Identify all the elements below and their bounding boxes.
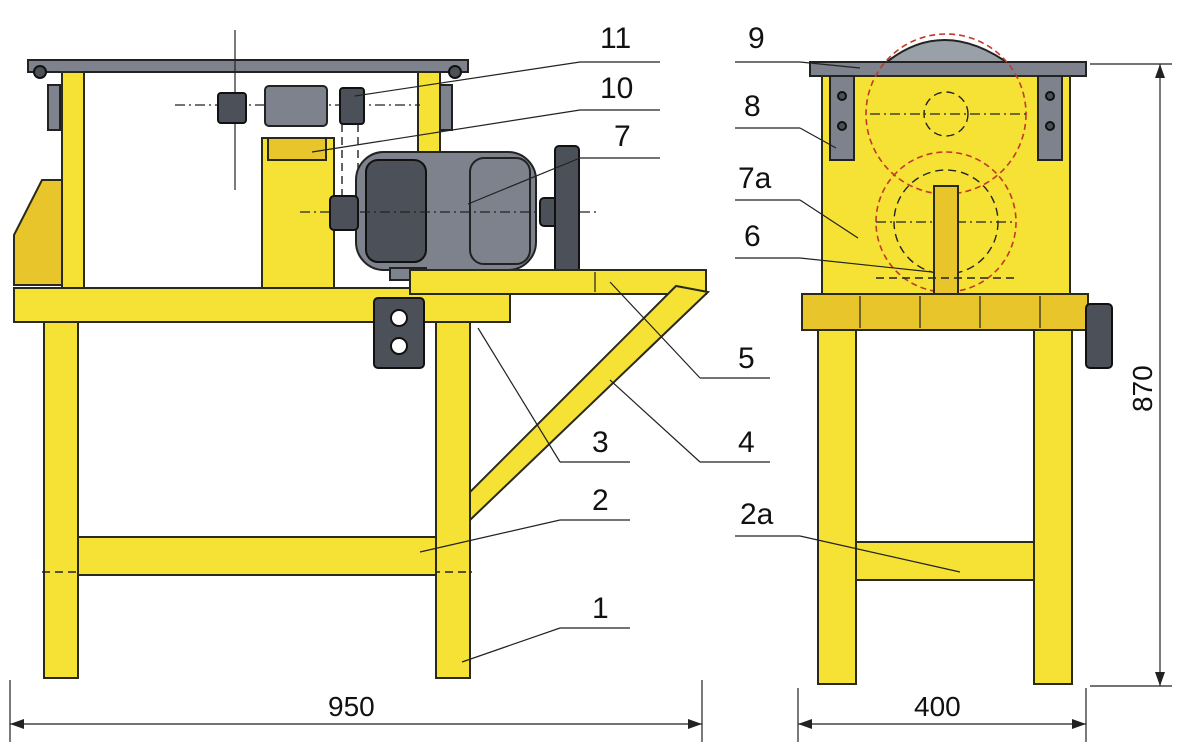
spindle-housing xyxy=(264,85,328,127)
side-diagonal-brace xyxy=(469,284,711,523)
dimension-labels: 950 400 870 xyxy=(328,365,1158,722)
dimension-400: 400 xyxy=(914,691,961,722)
callout-10: 10 xyxy=(600,72,633,105)
side-top-rail xyxy=(13,287,511,323)
callout-8: 8 xyxy=(744,90,761,123)
front-side-clamp xyxy=(1085,303,1113,369)
callout-6: 6 xyxy=(744,220,761,253)
callout-3: 3 xyxy=(592,426,609,459)
front-view xyxy=(801,33,1113,685)
side-clamp-plate xyxy=(373,297,425,369)
callout-labels: 11 10 7 5 4 3 2 1 9 8 7a 6 2a xyxy=(592,22,774,625)
callout-7a: 7a xyxy=(738,162,772,195)
callout-11: 11 xyxy=(600,22,631,55)
front-left-leg xyxy=(817,329,857,685)
leader-lines xyxy=(311,61,961,663)
front-lower-stretcher xyxy=(855,541,1035,581)
side-right-leg xyxy=(435,321,471,679)
side-extension-rail xyxy=(409,269,707,295)
front-right-slot-bar xyxy=(1037,75,1063,161)
side-view xyxy=(13,30,711,679)
dimension-950: 950 xyxy=(328,691,375,722)
dimension-870: 870 xyxy=(1127,365,1158,412)
callout-2: 2 xyxy=(592,484,609,517)
side-left-post xyxy=(61,71,85,291)
dimension-lines xyxy=(9,63,1172,742)
callout-2a: 2a xyxy=(740,498,774,531)
motor-side xyxy=(300,145,600,281)
front-top-rail xyxy=(801,293,1089,331)
callout-5: 5 xyxy=(738,342,755,375)
front-left-slot-bar xyxy=(829,75,855,161)
motor-mount-block xyxy=(261,137,335,291)
side-table-top xyxy=(27,59,469,73)
callout-9: 9 xyxy=(748,22,765,55)
callout-1: 1 xyxy=(592,592,609,625)
callout-4: 4 xyxy=(738,426,755,459)
side-lower-stretcher xyxy=(77,536,437,576)
callout-7: 7 xyxy=(614,120,631,153)
front-right-leg xyxy=(1033,329,1073,685)
front-table-top xyxy=(809,61,1087,77)
side-left-bracket xyxy=(13,179,63,286)
side-left-leg xyxy=(43,321,79,679)
